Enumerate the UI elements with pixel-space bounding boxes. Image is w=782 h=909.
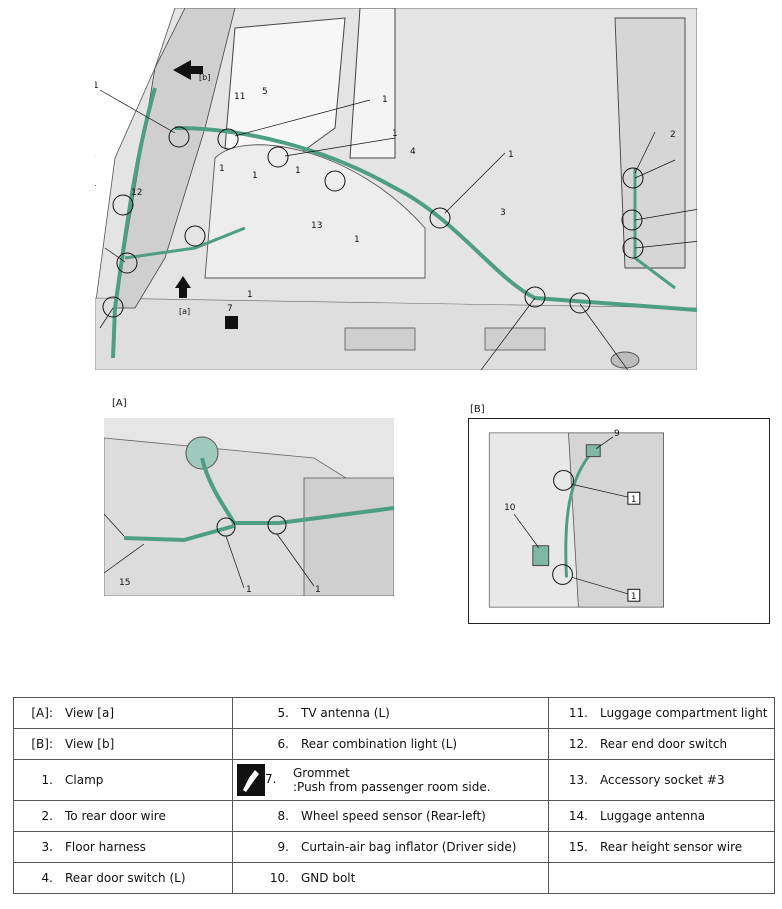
callout: 11: [234, 92, 245, 102]
legend-row: 4.Rear door switch (L) 10.GND bolt: [13, 862, 775, 894]
legend-row: 1.Clamp 7. Grommet:Push from passenger r…: [13, 759, 775, 801]
main-callouts: 1 1 [b] 11 5 1 1 6 1 12 4 1 1 13 1 1 3 1…: [95, 73, 676, 316]
callout: 1: [295, 166, 301, 176]
callout: 1: [252, 171, 258, 181]
callout: 4: [410, 147, 416, 157]
callout: 1: [247, 290, 253, 300]
grommet-icon: [237, 764, 265, 796]
view-b-callouts: 9 10 1 1: [504, 429, 636, 602]
callout: 1: [246, 585, 252, 595]
callout: 1: [95, 179, 97, 189]
view-b-figure: 9 10 1 1: [468, 418, 770, 624]
view-a-callouts: 8 15 1 1: [119, 578, 321, 595]
legend-row: 3.Floor harness 9.Curtain-air bag inflat…: [13, 831, 775, 863]
callout: [b]: [199, 73, 210, 82]
main-wiring-view: 1 1 [b] 11 5 1 1 6 1 12 4 1 1 13 1 1 3 1…: [95, 8, 697, 370]
callout: 1: [631, 495, 637, 505]
grommet-icon: [225, 316, 238, 329]
callout: 1: [354, 235, 360, 245]
view-a-figure: 8 15 1 1: [104, 418, 394, 596]
callout: 13: [311, 221, 322, 231]
callout: 9: [614, 429, 620, 439]
callout: 15: [119, 578, 130, 588]
callout: 1: [508, 150, 514, 160]
callout: 2: [670, 130, 676, 140]
callout: 3: [500, 208, 506, 218]
callout: [a]: [179, 307, 190, 316]
view-b-label: [B]: [470, 404, 485, 415]
callout: 1: [315, 585, 321, 595]
callout: 12: [131, 188, 142, 198]
legend-row: [A]:View [a] 5.TV antenna (L) 11.Luggage…: [13, 697, 775, 729]
callout: 1: [631, 592, 637, 602]
legend-row: [B]:View [b] 6.Rear combination light (L…: [13, 728, 775, 760]
callout: 7: [227, 304, 233, 314]
view-a-label: [A]: [112, 398, 127, 409]
legend-table: [A]:View [a] 5.TV antenna (L) 11.Luggage…: [13, 697, 775, 894]
callout: 1: [95, 81, 99, 91]
callout: 1: [382, 95, 388, 105]
callout: 5: [262, 87, 268, 97]
callout: 6: [95, 152, 96, 162]
callout: 10: [504, 503, 516, 513]
callout: 1: [392, 129, 398, 139]
callout: 1: [219, 164, 225, 174]
legend-row: 2.To rear door wire 8.Wheel speed sensor…: [13, 800, 775, 832]
